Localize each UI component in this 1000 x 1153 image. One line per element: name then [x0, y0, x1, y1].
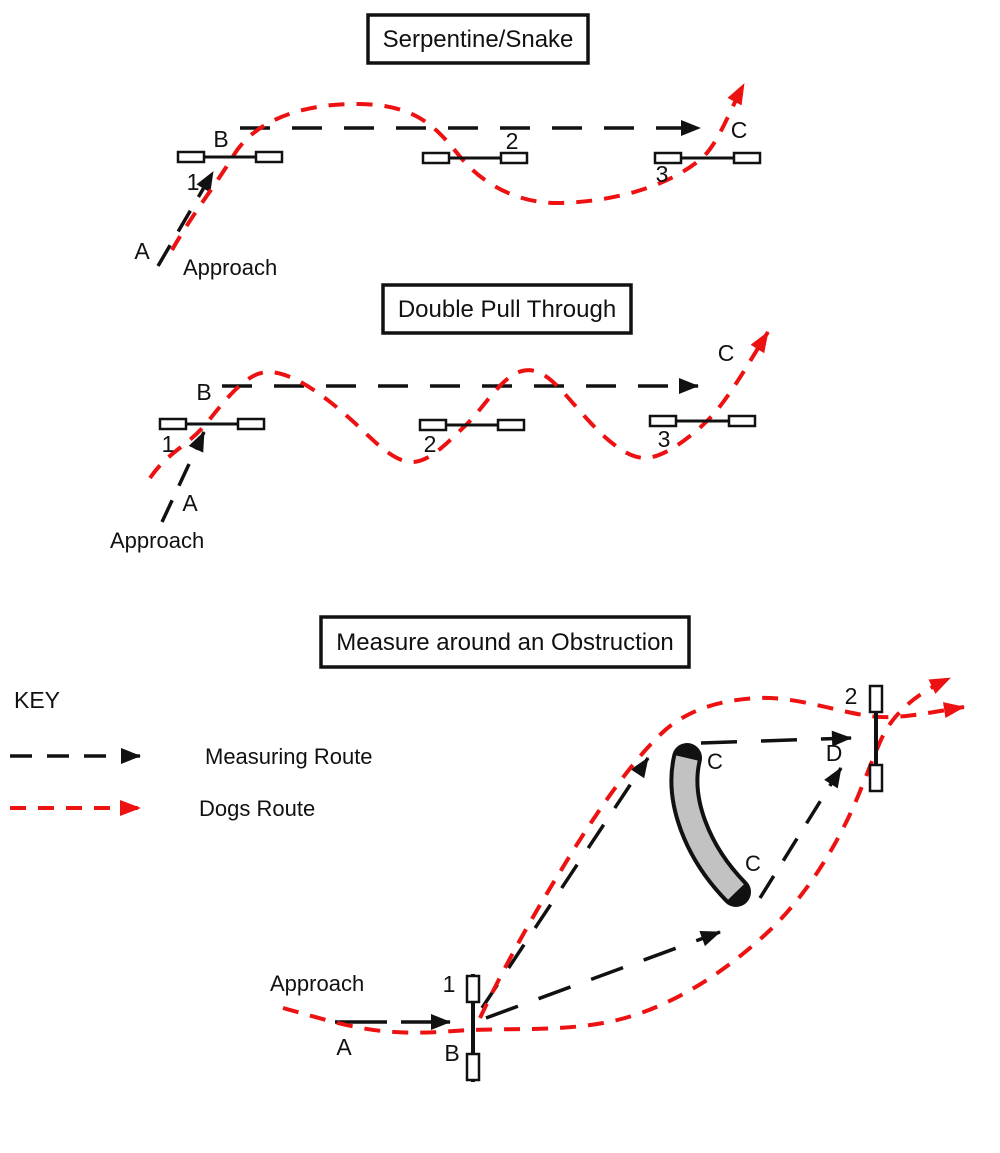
- measuring-route-cbottom-to-d: [758, 767, 843, 899]
- jump-wing-left: [653, 151, 683, 165]
- label-jump1: 1: [187, 169, 200, 195]
- obstruction-diagram: Measure around an Obstruction KEY Measur…: [10, 615, 965, 1082]
- jump-wing-right: [499, 151, 529, 165]
- jump-wing-left: [176, 150, 206, 164]
- section-title: Serpentine/Snake: [383, 26, 574, 53]
- jump-wing-right: [732, 151, 762, 165]
- key-legend: KEY Measuring Route Dogs Route: [10, 687, 373, 821]
- label-c-top: C: [707, 749, 723, 774]
- jump-3: [648, 414, 757, 428]
- label-jump1: 1: [443, 971, 456, 997]
- serpentine-title-box: Serpentine/Snake: [366, 13, 590, 65]
- jump-wing-bottom: [868, 763, 884, 793]
- jump-wing-right: [727, 414, 757, 428]
- jump-2: [868, 684, 884, 793]
- jump-wing-left: [158, 417, 188, 431]
- jump-2: [421, 151, 529, 165]
- double-pull-title-box: Double Pull Through: [381, 283, 633, 335]
- measuring-route-b-to-tunnel-bottom: [485, 930, 721, 1020]
- dogs-route-low: [282, 676, 951, 1035]
- measuring-route-ctop-to-d: [700, 730, 852, 747]
- title-border: [319, 615, 691, 669]
- jump-1: [465, 974, 481, 1082]
- label-jump3: 3: [656, 161, 669, 187]
- jump-wing-left: [421, 151, 451, 165]
- obstruction-title-box: Measure around an Obstruction: [319, 615, 691, 669]
- label-jump1: 1: [162, 431, 175, 457]
- measuring-route-b-to-tunnel-top: [480, 757, 650, 1009]
- label-approach: Approach: [183, 255, 277, 280]
- measuring-route-approach: [156, 171, 215, 267]
- key-heading: KEY: [14, 687, 60, 713]
- jump-wing-top: [465, 974, 481, 1004]
- jump-wing-bottom: [465, 1052, 481, 1082]
- jump-1: [176, 150, 284, 164]
- label-b: B: [444, 1040, 459, 1066]
- label-c-bottom: C: [745, 851, 761, 876]
- measuring-route-approach: [160, 431, 206, 523]
- label-approach: Approach: [270, 971, 364, 996]
- jump-2: [418, 418, 526, 432]
- jump-3: [653, 151, 762, 165]
- label-jump3: 3: [658, 426, 671, 452]
- label-a: A: [182, 490, 198, 516]
- jump-wing-right: [496, 418, 526, 432]
- tunnel-obstruction: [669, 743, 751, 907]
- tunnel-body: [673, 755, 744, 900]
- label-a: A: [336, 1034, 352, 1060]
- double-pull-diagram: Double Pull Through B 1 2 3 C A Approach: [110, 283, 770, 553]
- label-b: B: [213, 126, 228, 152]
- jump-wing-right: [236, 417, 266, 431]
- title-border: [381, 283, 633, 335]
- label-jump2: 2: [424, 431, 437, 457]
- jump-wing-top: [868, 684, 884, 714]
- section-title: Measure around an Obstruction: [336, 629, 674, 656]
- label-jump2: 2: [845, 683, 858, 709]
- jump-wing-left: [418, 418, 448, 432]
- label-c: C: [731, 117, 748, 143]
- key-measuring-route-label: Measuring Route: [205, 744, 373, 769]
- jump-1: [158, 417, 266, 431]
- serpentine-diagram: Serpentine/Snake B 1 2 3 C A: [134, 13, 762, 280]
- label-d: D: [826, 740, 843, 766]
- key-dogs-route-label: Dogs Route: [199, 796, 315, 821]
- jump-wing-right: [254, 150, 284, 164]
- label-jump2: 2: [506, 128, 519, 154]
- label-a: A: [134, 238, 150, 264]
- jump-wing-left: [648, 414, 678, 428]
- label-c: C: [718, 340, 735, 366]
- label-b: B: [196, 379, 211, 405]
- label-approach: Approach: [110, 528, 204, 553]
- section-title: Double Pull Through: [398, 296, 616, 323]
- title-border: [366, 13, 590, 65]
